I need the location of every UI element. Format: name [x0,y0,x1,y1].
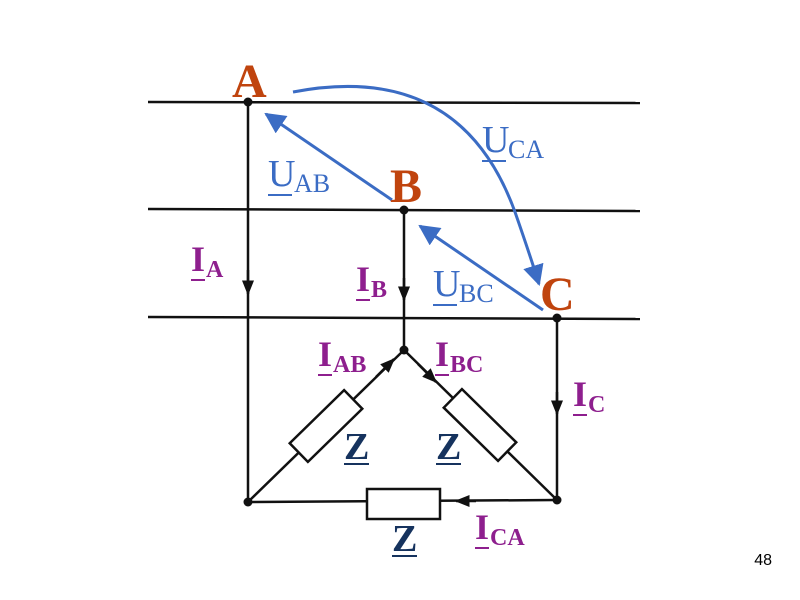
current-label-ib-main: I [356,259,370,299]
current-label-ib: I B [356,259,387,303]
junction-b [399,205,409,215]
current-label-ibc: I BC [435,334,483,378]
voltage-label-ubc: U BC [433,263,494,308]
junction-delta-top [399,345,409,355]
current-label-ic-main: I [573,374,587,414]
impedance-label-right-text: Z [436,426,461,468]
current-label-ibc-sub: BC [450,352,483,378]
current-label-ica: I CA [475,507,525,551]
line-a [147,100,641,105]
current-label-ibc-main: I [435,334,449,374]
page-number: 48 [754,552,772,569]
voltage-label-uca: U CA [482,119,544,164]
current-label-ica-main: I [475,507,489,547]
voltage-arrow-ubc [418,224,544,312]
junction-delta-right [552,495,562,505]
voltage-label-ubc-main: U [433,263,460,305]
current-label-ia: I A [191,239,224,283]
current-label-ic: I C [573,374,605,418]
junction-delta-left [243,497,253,507]
impedance-label-left-text: Z [344,426,369,468]
voltage-arrow-uca [292,84,544,287]
current-arrow-iab [375,357,396,378]
current-label-ic-sub: C [588,392,605,418]
impedance-box-bottom [365,487,442,521]
impedance-box-right [441,387,519,463]
current-label-ica-sub: CA [490,525,525,551]
voltage-label-ubc-sub: BC [459,279,494,308]
impedance-label-bottom: Z [392,518,417,560]
voltage-arrow-uab [264,112,393,202]
voltage-label-uab-sub: AB [294,169,330,198]
voltage-label-uab-main: U [268,153,295,195]
current-label-ia-sub: A [206,257,224,283]
node-label-c: C [540,268,575,321]
current-label-iab-sub: AB [333,352,366,378]
impedance-label-left: Z [344,426,369,468]
current-label-ib-sub: B [371,277,387,303]
node-label-b: B [390,160,422,213]
voltage-label-uca-sub: CA [508,135,544,164]
junction-c [552,313,562,323]
line-b [147,207,641,213]
junction-a [243,97,253,107]
voltage-label-uab: U AB [268,153,330,198]
current-arrow-ibc [417,363,438,384]
impedance-box-left [287,388,365,464]
voltage-label-uca-main: U [482,119,509,161]
impedance-label-right: Z [436,426,461,468]
impedance-label-bottom-text: Z [392,518,417,560]
current-label-iab-main: I [318,334,332,374]
current-label-iab: I AB [318,334,366,378]
node-label-a: A [232,55,267,108]
current-label-ia-main: I [191,239,205,279]
